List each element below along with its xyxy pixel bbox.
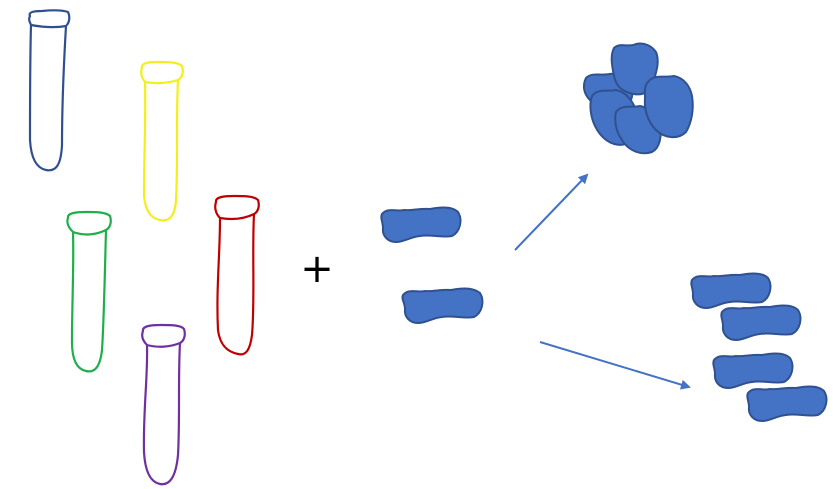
arrow-to-aggregate	[514, 173, 589, 251]
tube-group	[28, 9, 260, 486]
protein-aggregate-5	[643, 75, 694, 138]
dispersed-protein-group	[690, 272, 828, 422]
arrow-group	[514, 173, 691, 390]
protein-dispersed-4	[746, 385, 828, 422]
protein-dispersed-3	[712, 352, 794, 389]
plus-sign: +	[300, 246, 334, 292]
tube-red	[214, 194, 260, 356]
protein-input-2	[401, 287, 484, 324]
tube-yellow	[140, 60, 184, 222]
arrow-to-dispersed	[539, 341, 691, 390]
protein-input-1	[380, 206, 462, 243]
tube-purple	[141, 323, 186, 486]
tube-blue	[28, 9, 71, 172]
aggregated-protein-cluster	[582, 42, 694, 155]
tube-green	[66, 210, 112, 373]
protein-dispersed-2	[720, 304, 802, 341]
protein-dispersed-1	[690, 272, 772, 309]
input-protein-group	[380, 206, 484, 324]
